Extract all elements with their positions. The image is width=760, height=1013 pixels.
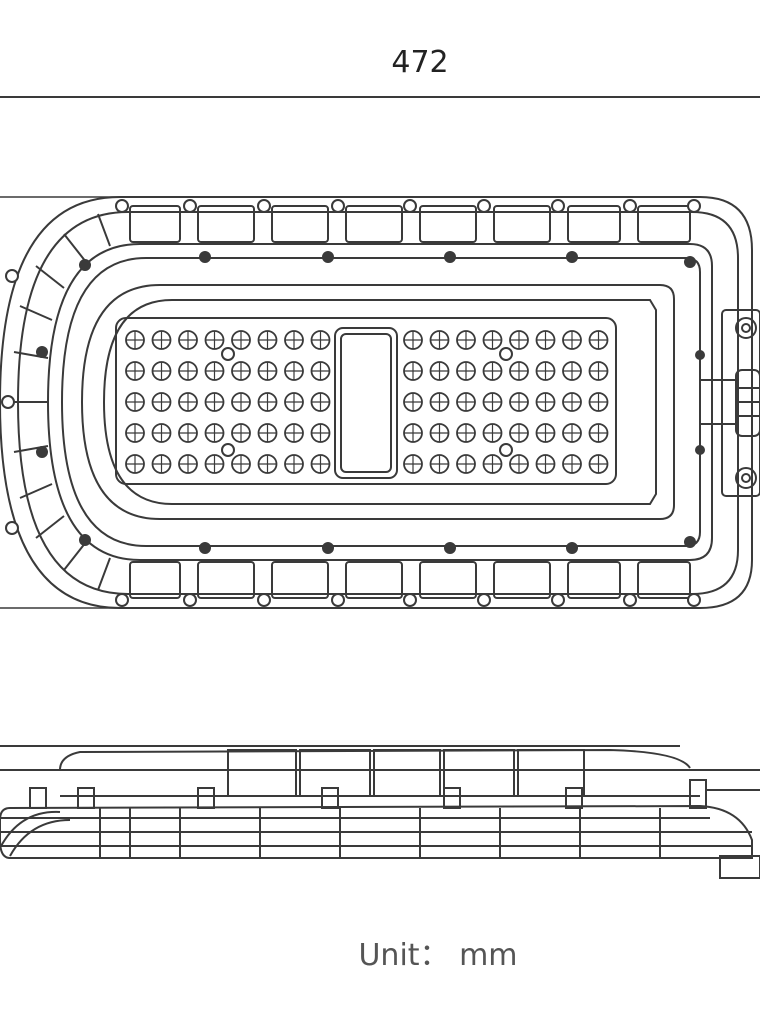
top-view <box>0 196 760 609</box>
housing-outline <box>0 196 753 609</box>
bottom-ribs <box>129 561 691 599</box>
led-lens-array-right <box>403 330 609 474</box>
center-module <box>334 327 398 479</box>
lens-tray <box>80 284 675 520</box>
top-ribs <box>129 205 691 243</box>
side-body <box>0 804 753 859</box>
fasteners <box>36 251 705 554</box>
width-dimension: 472 <box>0 45 760 98</box>
unit-label: Unit： mm <box>358 938 517 973</box>
housing-inner-outline <box>16 211 739 595</box>
side-top-cover <box>59 748 691 771</box>
led-lens-array-left <box>125 330 331 474</box>
width-dimension-label: 472 <box>391 45 448 80</box>
rib-bolts <box>1 199 701 607</box>
lens-screws <box>221 347 513 457</box>
side-view <box>0 745 760 879</box>
mounting-bracket <box>700 309 760 497</box>
gasket-ring <box>46 243 713 561</box>
